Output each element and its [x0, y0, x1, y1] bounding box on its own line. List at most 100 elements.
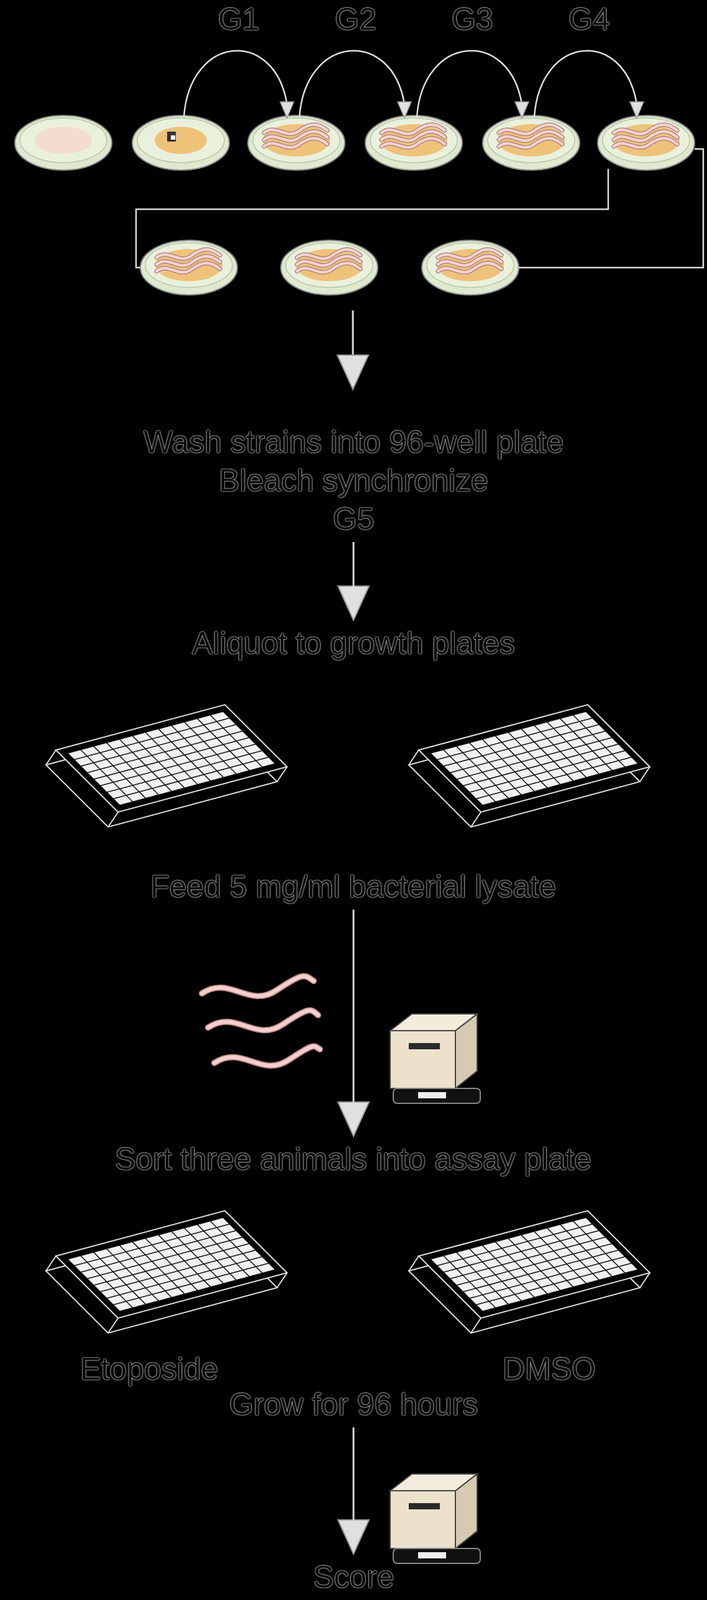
plate-top — [55, 705, 288, 813]
dish-agar — [252, 118, 340, 163]
worm — [201, 976, 314, 997]
dish-agar — [19, 118, 107, 163]
dish-agar — [602, 118, 690, 163]
dish-rim — [597, 115, 695, 171]
well-line — [430, 1259, 483, 1313]
well-line — [73, 1224, 230, 1267]
worm-outline — [214, 1046, 320, 1067]
sorter-front — [390, 1491, 456, 1550]
petri-dish — [597, 115, 695, 171]
bacterial-lawn — [497, 124, 565, 157]
worm-outline — [613, 138, 678, 148]
well-line — [462, 744, 619, 786]
label: G2 — [334, 1, 377, 38]
well-plate — [408, 1211, 650, 1334]
well-line — [469, 1257, 625, 1300]
petri-dish — [247, 115, 345, 171]
well-line — [443, 1231, 599, 1273]
process-step: Score — [313, 1558, 395, 1598]
well-line — [456, 738, 612, 780]
well-line — [430, 1218, 586, 1260]
bracket-line — [136, 168, 609, 268]
dish-agar — [285, 242, 373, 288]
dish-rim — [247, 115, 345, 171]
bacterial-lawn — [262, 124, 330, 157]
well-line — [93, 738, 250, 780]
dish-rim — [280, 240, 378, 296]
dish-rim — [482, 115, 580, 171]
sorter-front — [390, 1031, 456, 1090]
plate-top — [55, 1211, 288, 1319]
plate-edge — [108, 1318, 119, 1334]
well-line — [223, 711, 276, 765]
well-line — [436, 1224, 593, 1267]
dish-rim — [421, 240, 519, 296]
sorter-slot — [408, 1043, 440, 1050]
label: G3 — [451, 1, 494, 38]
well-line — [585, 1218, 639, 1271]
well-line — [430, 711, 586, 754]
step-text: Wash strains into 96-well plate — [143, 423, 564, 462]
petri-dish — [365, 115, 463, 171]
agar-chunk — [167, 131, 176, 142]
well-plate — [45, 1211, 288, 1334]
arc-arrowhead — [397, 101, 412, 119]
step-text: Score — [313, 1558, 395, 1598]
worm-sorter — [390, 1474, 481, 1565]
step-text: Bleach synchronize — [143, 461, 564, 501]
worm — [264, 138, 328, 148]
flow-arrow — [352, 1428, 355, 1523]
well-grid — [430, 711, 639, 806]
worm-outline — [381, 138, 445, 148]
plate-edge — [470, 812, 481, 828]
bacterial-lawn — [436, 249, 504, 282]
label: G1 — [218, 1, 260, 38]
petri-dish — [280, 240, 378, 296]
plate-top — [418, 705, 650, 813]
well-line — [73, 718, 230, 760]
transfer-arc — [534, 50, 637, 117]
well-line — [86, 1237, 243, 1280]
process-step: Feed 5 mg/ml bacterial lysate — [150, 867, 557, 907]
process-step: Sort three animals into assay plate — [114, 1140, 592, 1180]
process-step: Grow for 96 hours — [229, 1386, 478, 1425]
worm — [214, 1046, 320, 1067]
plate-top — [418, 1211, 650, 1319]
flow-arrowhead — [337, 355, 369, 390]
well-line — [86, 731, 243, 773]
well-area — [67, 711, 276, 806]
well-line — [67, 1259, 120, 1313]
bacterial-lawn — [154, 126, 207, 155]
plate-edge — [408, 750, 419, 766]
bacterial-lawn — [155, 249, 223, 282]
sorter-tray-slot — [418, 1553, 447, 1560]
well-grid — [67, 1218, 276, 1313]
process-step: Wash strains into 96-well plateBleach sy… — [143, 423, 564, 539]
label: Etoposide — [80, 1351, 219, 1388]
well-line — [462, 1250, 619, 1293]
dish-agar — [137, 118, 225, 163]
step-text: Aliquot to growth plates — [191, 624, 516, 663]
well-grid — [430, 1218, 639, 1313]
dish-rim — [14, 115, 112, 171]
dish-rim — [132, 115, 230, 171]
plate-edge — [45, 1256, 56, 1272]
well-line — [67, 711, 224, 754]
arrowhead — [337, 586, 370, 621]
step-text: G5 — [143, 500, 564, 539]
worm-outline — [296, 263, 361, 273]
agar-chunk-highlight — [170, 135, 176, 140]
sorter-tray — [393, 1549, 481, 1565]
well-line — [80, 725, 237, 767]
worm-outline — [264, 138, 328, 148]
transfer-arc — [299, 50, 405, 117]
well-line — [113, 757, 269, 799]
worm — [381, 138, 445, 148]
worm-outline — [156, 263, 220, 273]
sorter-slot — [408, 1504, 440, 1511]
well-line — [475, 757, 632, 799]
well-line — [100, 1250, 256, 1293]
dish-agar — [426, 242, 514, 288]
label-text: G3 — [451, 1, 494, 38]
